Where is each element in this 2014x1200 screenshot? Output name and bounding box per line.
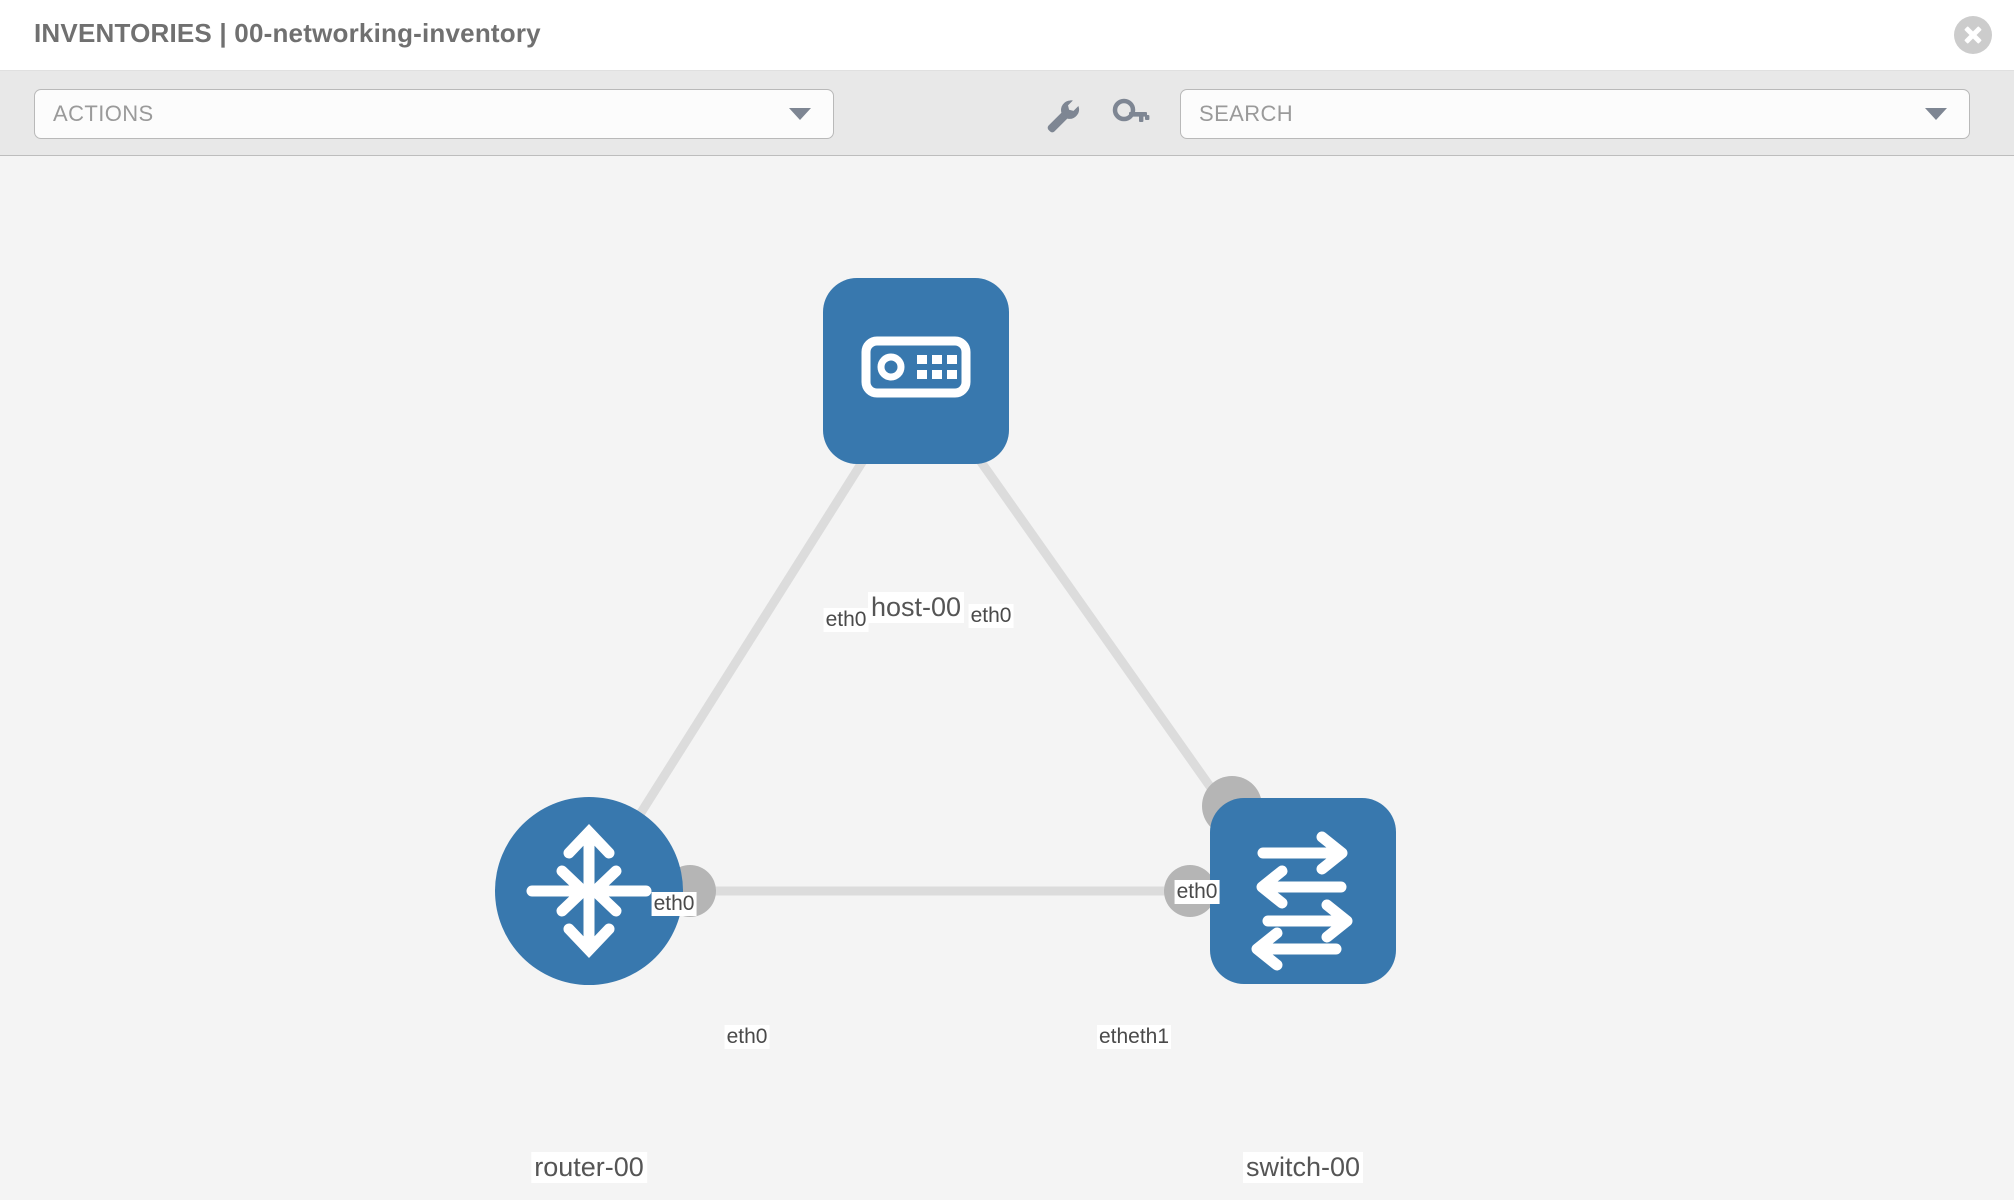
actions-dropdown[interactable]: ACTIONS bbox=[34, 89, 834, 139]
edge-label-host-left: eth0 bbox=[823, 608, 869, 632]
page-header: INVENTORIES | 00-networking-inventory bbox=[0, 0, 2014, 71]
node-router-00 bbox=[495, 797, 683, 985]
chevron-down-icon bbox=[1925, 108, 1947, 120]
server-device-icon bbox=[861, 336, 971, 398]
topology-edges bbox=[616, 415, 1256, 896]
page-title: INVENTORIES | 00-networking-inventory bbox=[34, 18, 541, 48]
node-label-host: host-00 bbox=[867, 592, 965, 623]
router-four-arrows-icon bbox=[526, 824, 652, 958]
edge-label-switch-left: etheth1 bbox=[1096, 1025, 1172, 1049]
chevron-down-icon bbox=[789, 108, 811, 120]
edge-label-switch-upper: eth0 bbox=[1174, 880, 1220, 904]
edge-label-router-upper: eth0 bbox=[651, 892, 697, 916]
topology-canvas[interactable]: host-00 router-00 switch-00 eth0 eth0 et… bbox=[0, 156, 2014, 1200]
edge-host-router bbox=[616, 415, 894, 849]
key-icon[interactable] bbox=[1108, 93, 1152, 137]
node-host-00 bbox=[823, 278, 1009, 464]
search-input[interactable]: SEARCH bbox=[1180, 89, 1970, 139]
switch-arrows-icon bbox=[1251, 831, 1353, 971]
node-label-router: router-00 bbox=[531, 1152, 647, 1183]
actions-dropdown-label: ACTIONS bbox=[53, 101, 154, 126]
node-switch-00 bbox=[1210, 798, 1396, 984]
topology-ports bbox=[664, 388, 1262, 917]
close-icon[interactable] bbox=[1954, 16, 1992, 54]
search-placeholder: SEARCH bbox=[1199, 101, 1294, 126]
edge-host-switch bbox=[946, 415, 1256, 849]
topology-graph bbox=[495, 278, 1396, 985]
edge-label-host-right: eth0 bbox=[968, 604, 1014, 628]
node-label-switch: switch-00 bbox=[1242, 1152, 1364, 1183]
edge-label-router-right: eth0 bbox=[724, 1025, 770, 1049]
toolbar: ACTIONS SEARCH bbox=[0, 71, 2014, 156]
wrench-icon[interactable] bbox=[1040, 93, 1084, 137]
